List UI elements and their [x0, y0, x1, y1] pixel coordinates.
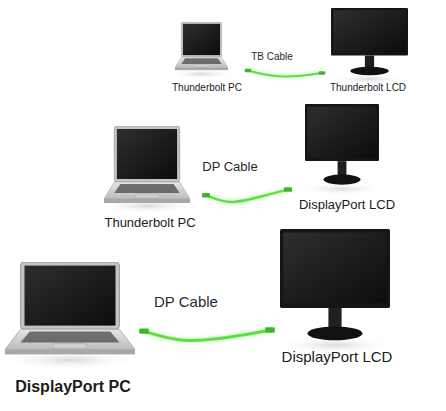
monitor-drawing	[305, 104, 379, 185]
device-label: DisplayPort LCD	[282, 349, 393, 365]
monitor-drawing	[331, 8, 408, 75]
cable-connector	[206, 190, 288, 202]
cable-connector	[144, 330, 270, 340]
device-label: Thunderbolt LCD	[330, 83, 406, 94]
device-node: DisplayPort LCD	[288, 100, 406, 212]
cable-plug	[265, 327, 275, 332]
laptop-drawing	[104, 126, 190, 203]
device-label-group: DisplayPort LCD	[282, 349, 393, 365]
device-label-group: DisplayPort PC	[15, 379, 131, 396]
device-node: Thunderbolt LCD	[322, 6, 414, 93]
monitor-drawing	[280, 229, 390, 340]
cable-connector	[248, 71, 322, 77]
device-label-group: Thunderbolt LCD	[330, 83, 406, 94]
cable-plug	[284, 187, 292, 192]
cable-label: TB Cable	[251, 52, 293, 62]
device-label: Thunderbolt PC	[172, 83, 242, 94]
laptop-drawing	[175, 22, 228, 70]
device-label: DisplayPort PC	[15, 379, 131, 396]
cable-plug	[245, 69, 251, 73]
floor-shadow	[167, 69, 235, 79]
cable-plug	[202, 193, 210, 198]
cable-plug	[319, 71, 325, 75]
device-label-group: Thunderbolt PC	[172, 83, 242, 94]
cable-label: DP Cable	[202, 160, 257, 173]
device-node: Thunderbolt PC	[94, 118, 206, 230]
cable-label: DP Cable	[154, 294, 218, 309]
device-node: DisplayPort LCD	[270, 225, 404, 365]
device-label-group: Thunderbolt PC	[104, 216, 195, 230]
device-node: DisplayPort PC	[2, 255, 144, 396]
device-node: Thunderbolt PC	[166, 18, 248, 93]
device-label: Thunderbolt PC	[104, 216, 195, 230]
device-label-group: DisplayPort LCD	[299, 198, 395, 212]
cable-plug	[139, 328, 149, 333]
floor-shadow	[300, 183, 384, 195]
device-label: DisplayPort LCD	[299, 198, 395, 212]
laptop-drawing	[5, 262, 135, 354]
